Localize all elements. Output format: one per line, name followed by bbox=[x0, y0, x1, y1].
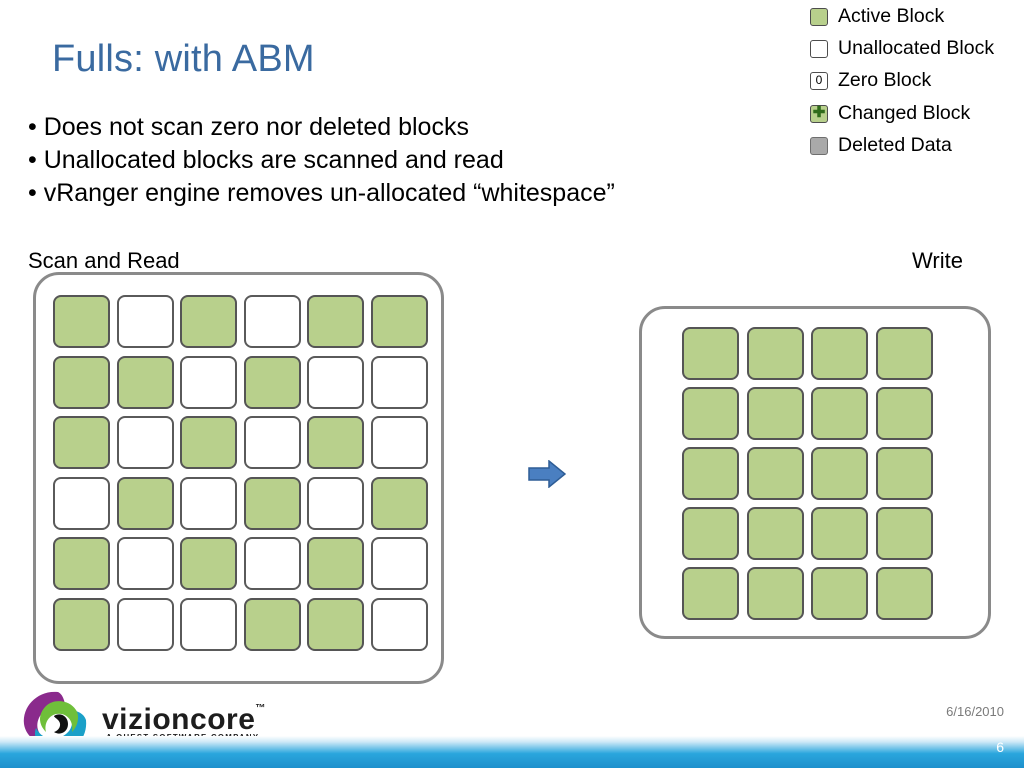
unallocated-block bbox=[370, 537, 428, 590]
active-block bbox=[746, 327, 804, 380]
scan-block-panel bbox=[33, 272, 444, 684]
unallocated-block bbox=[180, 597, 237, 651]
unallocated-block bbox=[116, 295, 174, 348]
legend-label: Changed Block bbox=[838, 102, 971, 124]
unallocated-block bbox=[116, 597, 174, 651]
unallocated-block bbox=[53, 476, 110, 530]
legend-label: Zero Block bbox=[838, 69, 932, 91]
write-block-panel bbox=[639, 306, 991, 639]
active-block bbox=[811, 387, 868, 440]
active-block bbox=[243, 355, 301, 409]
active-block bbox=[53, 295, 110, 348]
unallocated-block bbox=[243, 295, 301, 348]
unallocated-block bbox=[243, 537, 301, 590]
active-block bbox=[307, 295, 364, 348]
slide-date: 6/16/2010 bbox=[946, 704, 1004, 719]
legend-label: Unallocated Block bbox=[838, 37, 995, 59]
active-block bbox=[746, 387, 804, 440]
write-label: Write bbox=[912, 248, 963, 273]
legend-label: Active Block bbox=[838, 5, 945, 27]
active-block bbox=[243, 476, 301, 530]
active-block bbox=[307, 416, 364, 469]
active-block bbox=[746, 507, 804, 560]
brand-name: vizioncore bbox=[102, 703, 256, 736]
right-arrow-icon bbox=[528, 460, 566, 488]
active-block bbox=[682, 327, 739, 380]
active-block bbox=[243, 597, 301, 651]
active-block bbox=[53, 597, 110, 651]
active-block bbox=[180, 537, 237, 590]
active-block bbox=[53, 355, 110, 409]
active-block bbox=[811, 327, 868, 380]
active-block bbox=[682, 507, 739, 560]
active-block bbox=[53, 416, 110, 469]
active-block bbox=[746, 447, 804, 500]
footer-bar bbox=[0, 736, 1024, 768]
unallocated-block bbox=[370, 355, 428, 409]
active-block-swatch bbox=[810, 8, 828, 26]
deleted-block-swatch bbox=[810, 137, 828, 155]
unallocated-block bbox=[370, 416, 428, 469]
active-block bbox=[875, 567, 933, 620]
unallocated-block bbox=[307, 355, 364, 409]
active-block bbox=[811, 567, 868, 620]
active-block bbox=[875, 447, 933, 500]
active-block bbox=[307, 597, 364, 651]
active-block bbox=[116, 355, 174, 409]
bullet-item: • Does not scan zero nor deleted blocks bbox=[28, 113, 469, 141]
slide-title: Fulls: with ABM bbox=[52, 38, 315, 80]
unallocated-block bbox=[243, 416, 301, 469]
brand-wordmark: vizioncore™ bbox=[102, 703, 266, 737]
bullet-item: • Unallocated blocks are scanned and rea… bbox=[28, 146, 504, 174]
active-block bbox=[875, 507, 933, 560]
active-block bbox=[875, 327, 933, 380]
zero-block-swatch: 0 bbox=[810, 72, 828, 90]
unallocated-block bbox=[180, 476, 237, 530]
plus-icon: ✚ bbox=[810, 105, 828, 123]
active-block bbox=[370, 476, 428, 530]
trademark-symbol: ™ bbox=[255, 703, 266, 714]
active-block bbox=[682, 447, 739, 500]
active-block bbox=[370, 295, 428, 348]
active-block bbox=[53, 537, 110, 590]
unallocated-block bbox=[116, 416, 174, 469]
active-block bbox=[811, 507, 868, 560]
legend-label: Deleted Data bbox=[838, 134, 952, 156]
unallocated-block bbox=[180, 355, 237, 409]
active-block bbox=[811, 447, 868, 500]
active-block bbox=[682, 567, 739, 620]
bullet-item: • vRanger engine removes un-allocated “w… bbox=[28, 179, 615, 207]
active-block bbox=[307, 537, 364, 590]
bullet-list: • Does not scan zero nor deleted blocks … bbox=[28, 111, 615, 210]
active-block bbox=[116, 476, 174, 530]
active-block bbox=[180, 295, 237, 348]
scan-and-read-label: Scan and Read bbox=[28, 248, 180, 273]
active-block bbox=[746, 567, 804, 620]
active-block bbox=[682, 387, 739, 440]
page-number: 6 bbox=[996, 739, 1004, 755]
active-block bbox=[875, 387, 933, 440]
unallocated-block bbox=[370, 597, 428, 651]
unallocated-block bbox=[307, 476, 364, 530]
active-block bbox=[180, 416, 237, 469]
unallocated-block bbox=[116, 537, 174, 590]
unallocated-block-swatch bbox=[810, 40, 828, 58]
